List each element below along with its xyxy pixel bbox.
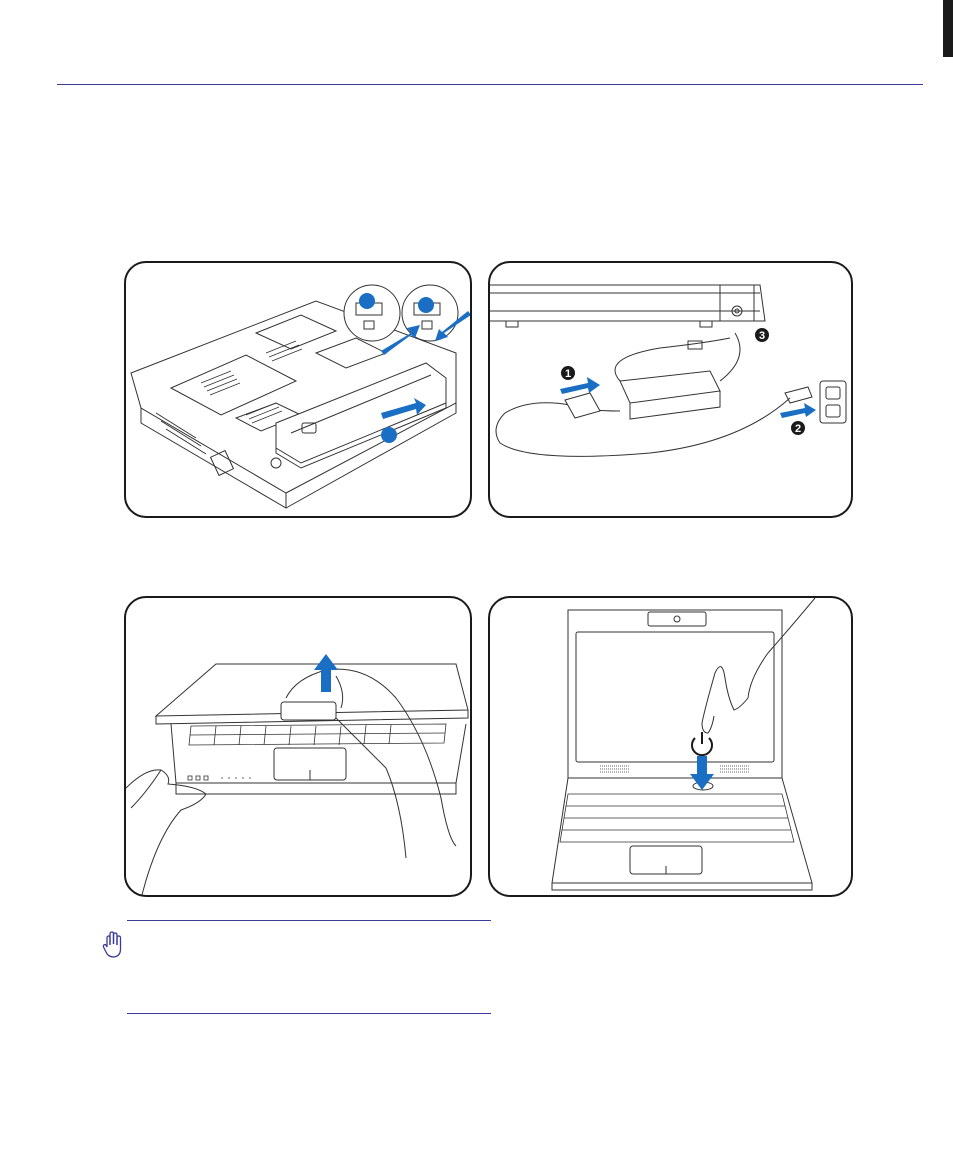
stop-hand-icon — [102, 931, 124, 964]
battery-install-illustration — [124, 261, 472, 518]
ac-adapter-illustration: 1 2 3 — [488, 261, 853, 518]
open-lid-illustration — [124, 596, 472, 897]
header-rule — [57, 84, 923, 85]
adapter-step-marker-3: 3 — [759, 330, 765, 342]
adapter-step-marker-1: 1 — [565, 368, 571, 380]
note-text — [134, 930, 484, 1000]
page-edge-tab — [943, 0, 953, 57]
note-top-rule — [127, 920, 491, 921]
adapter-step-marker-2: 2 — [795, 423, 801, 435]
note-bottom-rule — [127, 1013, 491, 1014]
power-on-illustration — [488, 596, 853, 897]
